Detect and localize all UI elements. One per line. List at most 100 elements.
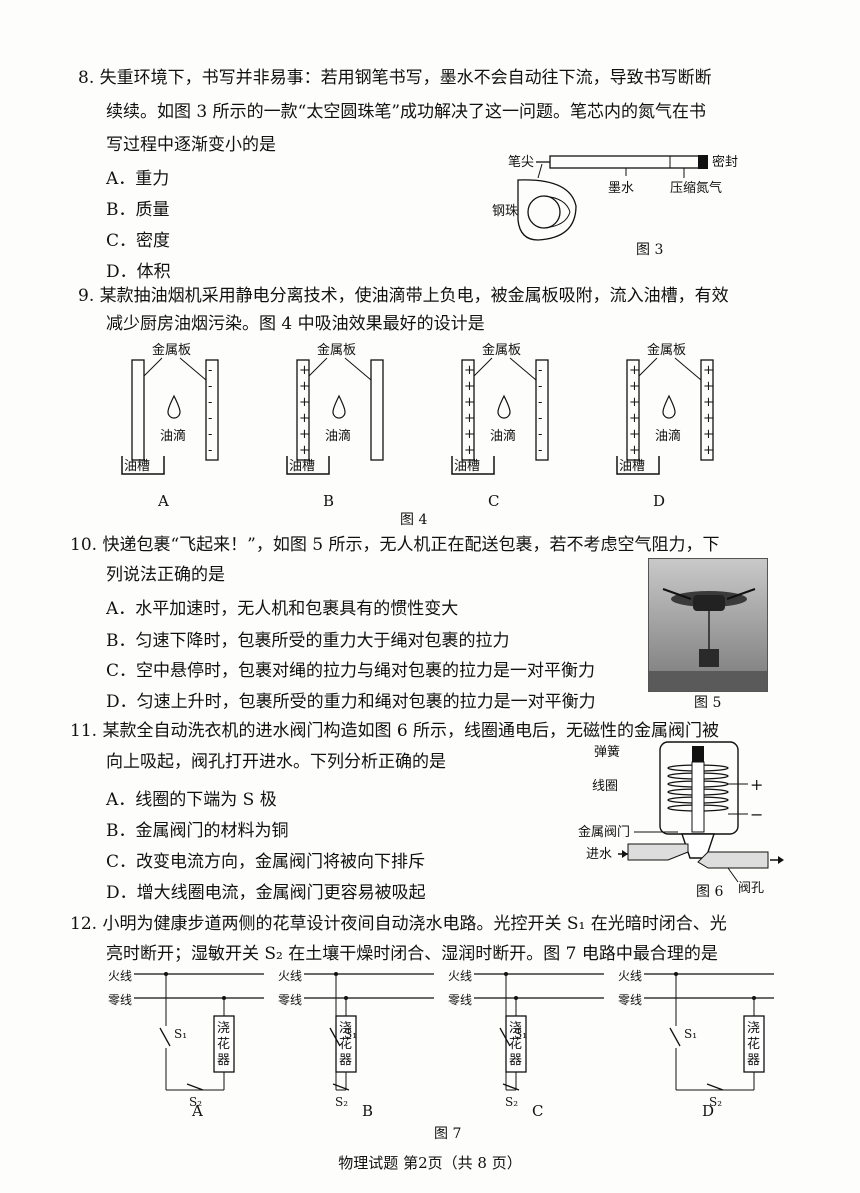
drop-icon (497, 394, 511, 419)
q8-option-c: C．密度 (106, 231, 171, 251)
svg-text:+: + (703, 395, 714, 410)
svg-text:+: + (464, 411, 475, 426)
svg-text:+: + (629, 427, 640, 442)
svg-text:+: + (299, 395, 310, 410)
page-footer: 物理试题 第2页（共 8 页） (338, 1154, 522, 1172)
drop-label: 油滴 (655, 428, 681, 444)
label-gas: 压缩氮气 (670, 180, 722, 196)
trough-icon (616, 456, 660, 475)
plate-label: 金属板 (317, 342, 356, 358)
figure-4-designs: ------金属板油滴油槽A++++++金属板油滴油槽B+-+-+-+-+-+-… (121, 342, 714, 528)
q10-line-2: 列说法正确的是 (106, 565, 225, 585)
s2-label: S₂ (335, 1095, 348, 1109)
choice-label: D (702, 1102, 714, 1120)
figure-6-caption: 图 6 (696, 884, 723, 900)
label-minus: − (750, 805, 763, 824)
svg-text:+: + (703, 379, 714, 394)
figure-4-caption: 图 4 (400, 512, 427, 528)
svg-text:器: 器 (509, 1053, 522, 1068)
s1-label: S₁ (684, 1027, 697, 1041)
choice-label: B (362, 1102, 373, 1120)
drop-icon (332, 394, 346, 419)
svg-text:-: - (208, 363, 212, 378)
q11-line-2: 向上吸起，阀孔打开进水。下列分析正确的是 (106, 752, 446, 772)
svg-text:-: - (208, 427, 212, 442)
q10-line-1: 10. 快递包裹“飞起来！”，如图 5 所示，无人机正在配送包裹，若不考虑空气阻… (70, 535, 720, 555)
figure-7-caption: 图 7 (434, 1126, 461, 1142)
label-valve: 金属阀门 (578, 824, 630, 840)
svg-text:+: + (464, 443, 475, 458)
figure-5-caption: 图 5 (694, 695, 722, 711)
q8-line-1: 8. 失重环境下，书写并非易事：若用钢笔书写，墨水不会自动往下流，导致书写断断 (78, 68, 712, 88)
trough-label: 油槽 (454, 459, 480, 474)
choice-label: A (157, 492, 169, 510)
live-label: 火线 (618, 969, 642, 983)
label-tip: 笔尖 (508, 154, 534, 170)
svg-text:-: - (538, 363, 542, 378)
svg-text:-: - (538, 443, 542, 458)
plate-label: 金属板 (482, 342, 521, 358)
q11-option-c: C．改变电流方向，金属阀门将被向下排斥 (106, 852, 426, 872)
svg-text:+: + (464, 363, 475, 378)
svg-text:-: - (208, 411, 212, 426)
svg-text:-: - (538, 427, 542, 442)
svg-text:-: - (538, 395, 542, 410)
neutral-label: 零线 (618, 993, 642, 1007)
label-seal: 密封 (712, 154, 738, 170)
q11-option-a: A．线圈的下端为 S 极 (106, 790, 277, 810)
q11-option-b: B．金属阀门的材料为铜 (106, 821, 289, 841)
neutral-label: 零线 (448, 993, 472, 1007)
s1-label: S₁ (174, 1027, 187, 1041)
svg-text:+: + (464, 379, 475, 394)
figure-3-pen: 笔尖 密封 墨水 压缩氮气 钢珠 图 3 (492, 154, 738, 258)
label-coil: 线圈 (592, 779, 618, 794)
figure-5-drone-photo (648, 558, 768, 692)
q9-line-2: 减少厨房油烟污染。图 4 中吸油效果最好的设计是 (106, 314, 485, 334)
q12-line-2: 亮时断开；湿敏开关 S₂ 在土壤干燥时闭合、湿润时断开。图 7 电路中最合理的是 (106, 944, 718, 964)
svg-text:+: + (629, 411, 640, 426)
svg-text:+: + (299, 411, 310, 426)
svg-text:+: + (629, 443, 640, 458)
drop-label: 油滴 (490, 428, 516, 444)
plate-label: 金属板 (152, 342, 191, 358)
q11-option-d: D．增大线圈电流，金属阀门更容易被吸起 (106, 883, 426, 903)
svg-text:+: + (629, 395, 640, 410)
label-ink: 墨水 (608, 181, 634, 196)
svg-text:+: + (703, 443, 714, 458)
q10-option-b: B．匀速下降时，包裹所受的重力大于绳对包裹的拉力 (106, 631, 510, 651)
svg-text:+: + (299, 427, 310, 442)
label-spring: 弹簧 (594, 744, 620, 760)
trough-label: 油槽 (619, 459, 645, 474)
live-label: 火线 (448, 969, 472, 983)
q10-option-a: A．水平加速时，无人机和包裹具有的惯性变大 (106, 599, 459, 619)
svg-text:+: + (703, 363, 714, 378)
choice-label: A (191, 1102, 203, 1120)
s2-label: S₂ (189, 1095, 202, 1109)
svg-text:器: 器 (339, 1053, 352, 1068)
svg-text:+: + (464, 427, 475, 442)
trough-label: 油槽 (289, 459, 315, 474)
svg-text:-: - (208, 443, 212, 458)
q10-option-c: C．空中悬停时，包裹对绳的拉力与绳对包裹的拉力是一对平衡力 (106, 661, 596, 681)
svg-text:+: + (299, 379, 310, 394)
label-plus: + (750, 775, 763, 794)
q11-line-1: 11. 某款全自动洗衣机的进水阀门构造如图 6 所示，线圈通电后，无磁性的金属阀… (70, 721, 720, 741)
svg-text:浇: 浇 (747, 1021, 760, 1036)
q8-option-b: B．质量 (106, 200, 170, 220)
svg-text:+: + (629, 363, 640, 378)
svg-text:浇: 浇 (217, 1021, 230, 1036)
q8-line-3: 写过程中逐渐变小的是 (106, 135, 276, 155)
svg-text:+: + (299, 443, 310, 458)
svg-text:器: 器 (747, 1053, 760, 1068)
trough-label: 油槽 (124, 459, 150, 474)
drop-icon (167, 394, 181, 419)
drop-label: 油滴 (325, 428, 351, 444)
